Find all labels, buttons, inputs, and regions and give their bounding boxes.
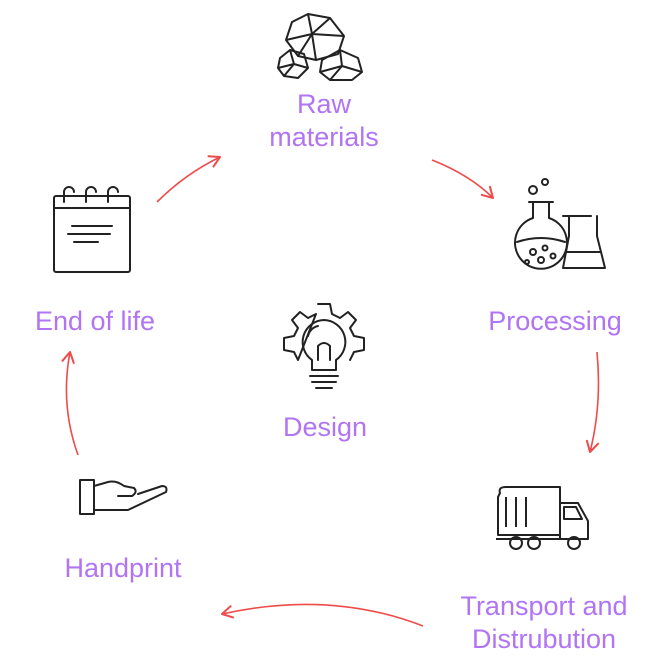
arrow-endoflife-to-raw (156, 155, 222, 203)
handprint-label: Handprint (38, 552, 208, 585)
handprint-line-1: Handprint (64, 553, 182, 583)
arrow-raw-to-processing (431, 159, 495, 200)
processing-label: Processing (465, 305, 645, 338)
arrow-processing-to-transport (585, 351, 600, 454)
transport-label: Transport and Distrubution (434, 590, 654, 656)
lab-flasks-icon (505, 176, 609, 276)
rocks-icon (272, 10, 368, 82)
design-label: Design (255, 411, 395, 444)
transport-line-2: Distrubution (471, 624, 617, 654)
truck-icon (494, 483, 594, 551)
processing-line-1: Processing (488, 306, 622, 336)
lightbulb-gear-icon (280, 300, 368, 396)
raw-materials-line-1: Raw (296, 89, 351, 119)
notepad-icon (50, 182, 134, 274)
end-of-life-line-1: End of life (34, 306, 156, 336)
raw-materials-label: Raw materials (244, 88, 404, 154)
transport-line-1: Transport and (460, 591, 628, 621)
arrow-transport-to-handprint (220, 603, 424, 627)
arrow-handprint-to-endoflife (61, 350, 79, 456)
end-of-life-label: End of life (10, 305, 180, 338)
design-line-1: Design (282, 412, 368, 442)
raw-materials-line-2: materials (269, 122, 379, 152)
open-hand-icon (78, 474, 170, 518)
